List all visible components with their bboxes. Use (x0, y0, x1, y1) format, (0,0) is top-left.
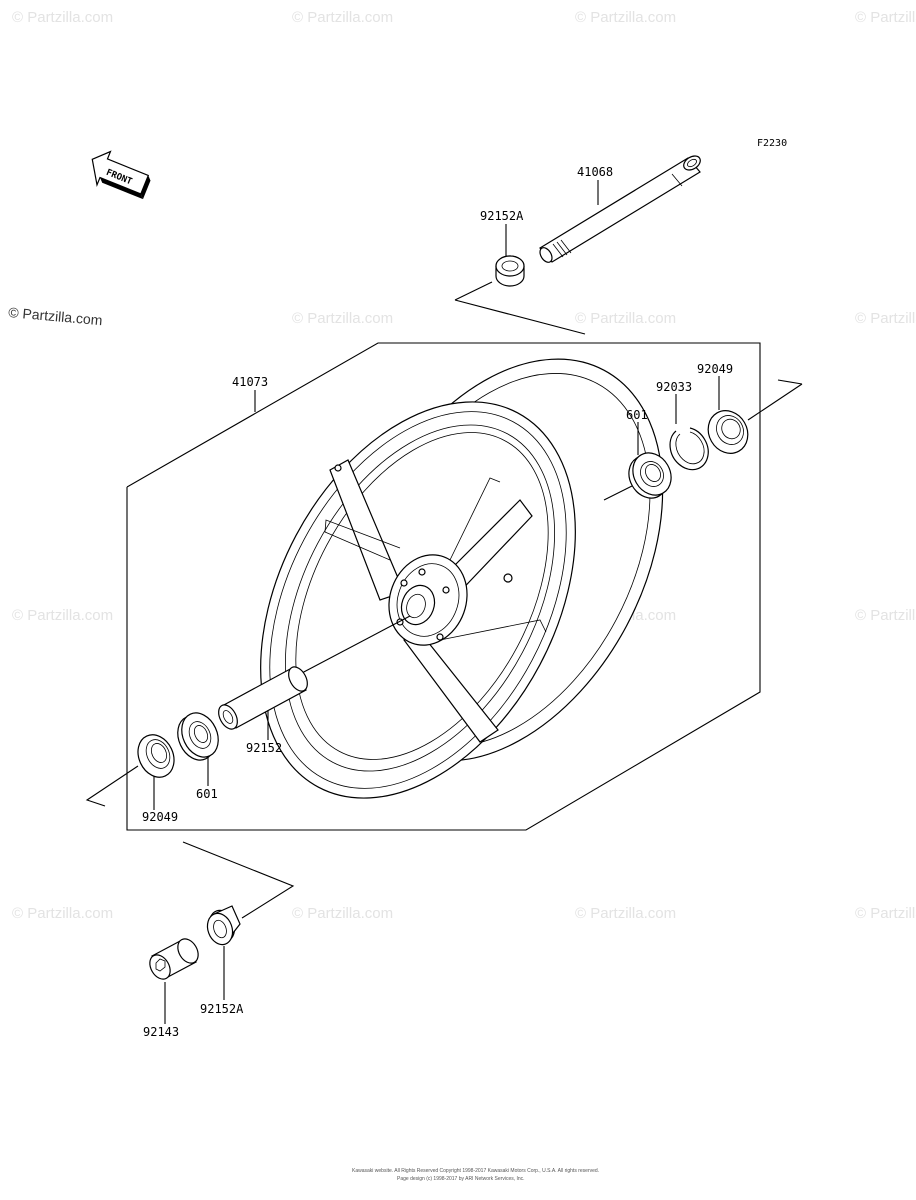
collar-extra-part (149, 938, 199, 980)
watermark-dark: © Partzilla.com (8, 304, 103, 328)
watermark: © Partzilla.com (575, 310, 676, 327)
part-label-92049: 92049 (697, 362, 733, 376)
axle-part (539, 155, 701, 263)
wheel-part (260, 358, 664, 799)
collar-bottom-part (206, 905, 241, 946)
alignment-line (777, 379, 803, 385)
watermark: © Partzilla.com (292, 9, 393, 26)
assembly-boundary (126, 342, 761, 831)
alignment-line (454, 281, 493, 301)
part-label-92033: 92033 (656, 380, 692, 394)
watermark: © Partzilla.com (12, 905, 113, 922)
watermark: © Partzilla.com (292, 310, 393, 327)
watermark: © Partzilla.com (855, 607, 916, 624)
alignment-line (454, 299, 586, 335)
alignment-line (603, 485, 633, 501)
watermark: © Partzilla.com (855, 905, 916, 922)
bearing-right-part (628, 452, 672, 499)
alignment-line (747, 383, 803, 421)
spacer-part (218, 666, 308, 730)
alignment-line (85, 765, 139, 807)
seal-left-part (137, 734, 175, 778)
circlip-part (669, 427, 709, 471)
watermark: © Partzilla.com (292, 905, 393, 922)
part-label-92152A: 92152A (480, 209, 524, 223)
watermark: © Partzilla.com (575, 905, 676, 922)
part-label-41068: 41068 (577, 165, 613, 179)
bearing-left-part (177, 712, 219, 761)
part-label-41073: 41073 (232, 375, 268, 389)
centerline (299, 615, 411, 675)
seal-right-part (707, 410, 749, 454)
watermark: © Partzilla.com (855, 310, 916, 327)
alignment-line (182, 841, 295, 919)
part-label-601: 601 (626, 408, 648, 422)
part-label-92143: 92143 (143, 1025, 179, 1039)
copyright-line: Page design (c) 1998-2017 by ARI Network… (397, 1176, 525, 1182)
figure-code: F2230 (757, 138, 787, 149)
copyright-line: Kawasaki website. All Rights Reserved Co… (352, 1168, 599, 1174)
part-label-601-left: 601 (196, 787, 218, 801)
watermark: © Partzilla.com (855, 9, 916, 26)
part-label-92152A-bottom: 92152A (200, 1002, 244, 1016)
part-label-92152: 92152 (246, 741, 282, 755)
part-label-92049-left: 92049 (142, 810, 178, 824)
front-arrow-icon: FRONT (91, 150, 151, 200)
collar-top-part (495, 255, 525, 287)
watermark: © Partzilla.com (12, 9, 113, 26)
watermark: © Partzilla.com (575, 9, 676, 26)
watermark: © Partzilla.com (12, 607, 113, 624)
